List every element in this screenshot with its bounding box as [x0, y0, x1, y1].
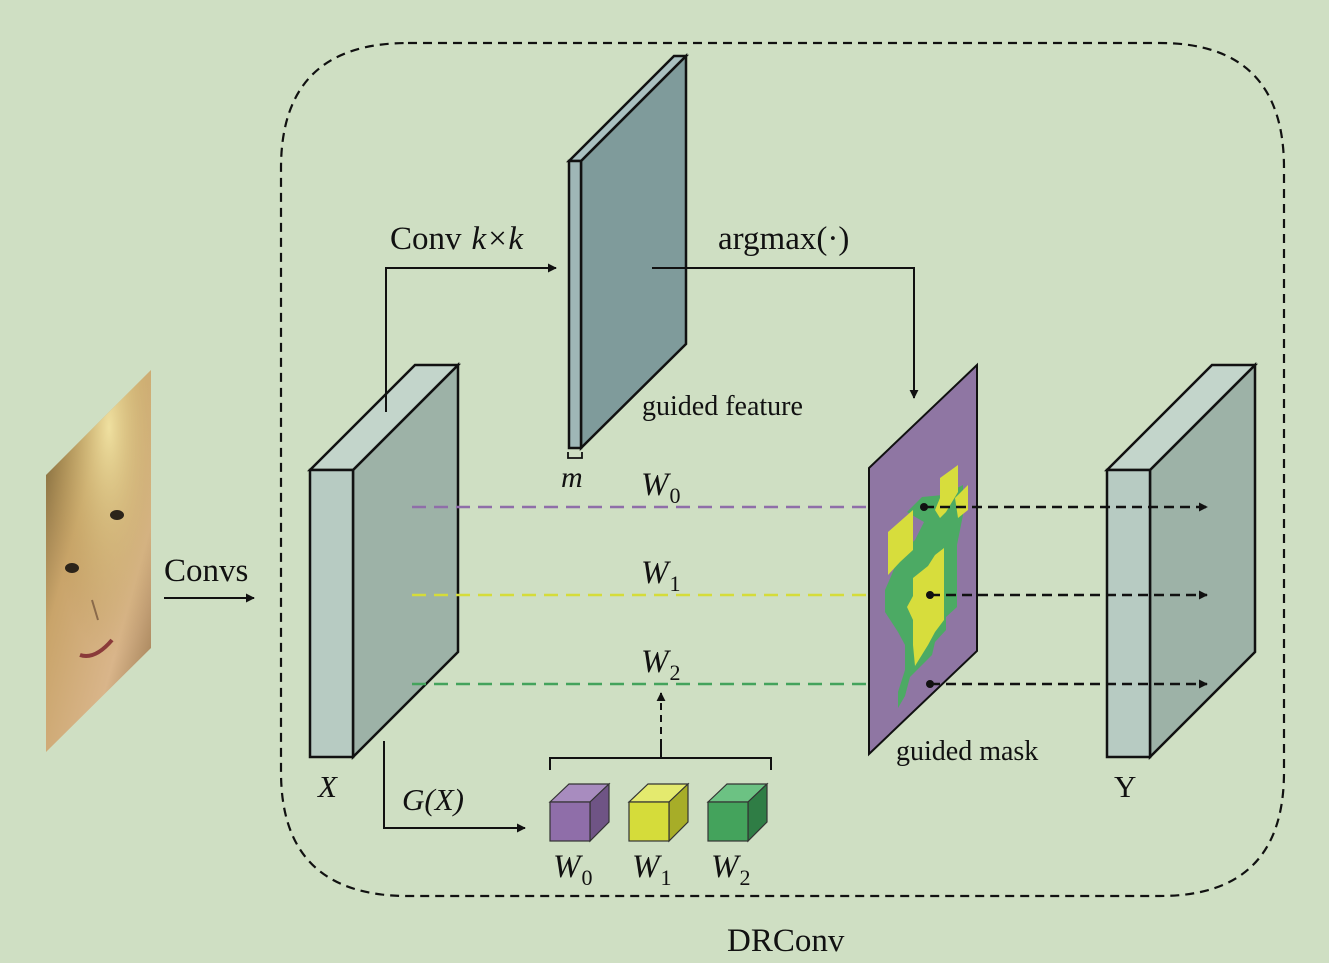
w1-cube — [627, 782, 690, 843]
drconv-caption: DRConv — [727, 923, 845, 959]
mask-region-yellow — [955, 485, 968, 518]
w0-line-label: W0 — [641, 467, 681, 508]
gx-arrow — [383, 741, 526, 833]
gx-label: G(X) — [402, 782, 464, 817]
tensor-y — [1103, 361, 1259, 761]
argmax-arrow — [652, 267, 919, 399]
guided-feature-tensor — [565, 52, 690, 451]
w2-line-label: W2 — [641, 644, 681, 685]
w2-cube — [706, 782, 769, 843]
w1-cube-label: W1 — [632, 849, 672, 890]
w0-cube — [548, 782, 611, 843]
w1-line-label: W1 — [641, 555, 681, 596]
tensor-x — [306, 361, 462, 761]
convs-label: Convs — [164, 553, 248, 589]
guided-mask-label: guided mask — [896, 736, 1038, 767]
conv-kxk-arrow — [385, 263, 557, 412]
input-image-icon — [46, 370, 151, 752]
guided-mask — [868, 362, 978, 757]
m-label: m — [561, 461, 583, 494]
m-bracket — [567, 452, 583, 459]
drconv-boundary — [279, 41, 1286, 898]
w0-cube-label: W0 — [553, 849, 593, 890]
y-label: Y — [1114, 769, 1136, 804]
weights-brace — [549, 746, 772, 770]
argmax-label: argmax(·) — [718, 221, 849, 257]
x-label: X — [316, 769, 338, 804]
mask-region-yellow — [935, 465, 958, 518]
guided-feature-label: guided feature — [642, 391, 803, 422]
mask-region-yellow — [907, 548, 944, 666]
mask-region-yellow — [888, 510, 913, 575]
w2-cube-label: W2 — [711, 849, 751, 890]
